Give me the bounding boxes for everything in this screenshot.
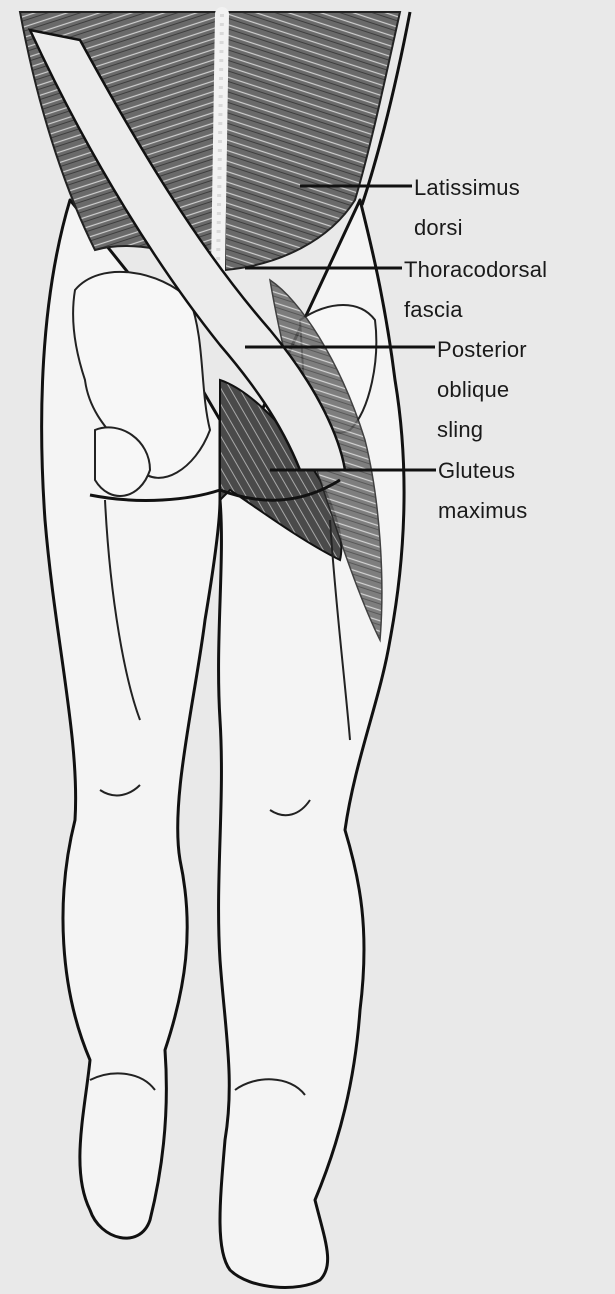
label-latissimus-dorsi: Latissimus dorsi	[414, 168, 520, 248]
label-posterior-oblique-sling: Posterior oblique sling	[437, 330, 527, 450]
label-thoracodorsal-fascia: Thoracodorsal fascia	[404, 250, 547, 330]
latissimus-right	[225, 12, 400, 270]
label-gluteus-maximus: Gluteus maximus	[438, 451, 527, 531]
